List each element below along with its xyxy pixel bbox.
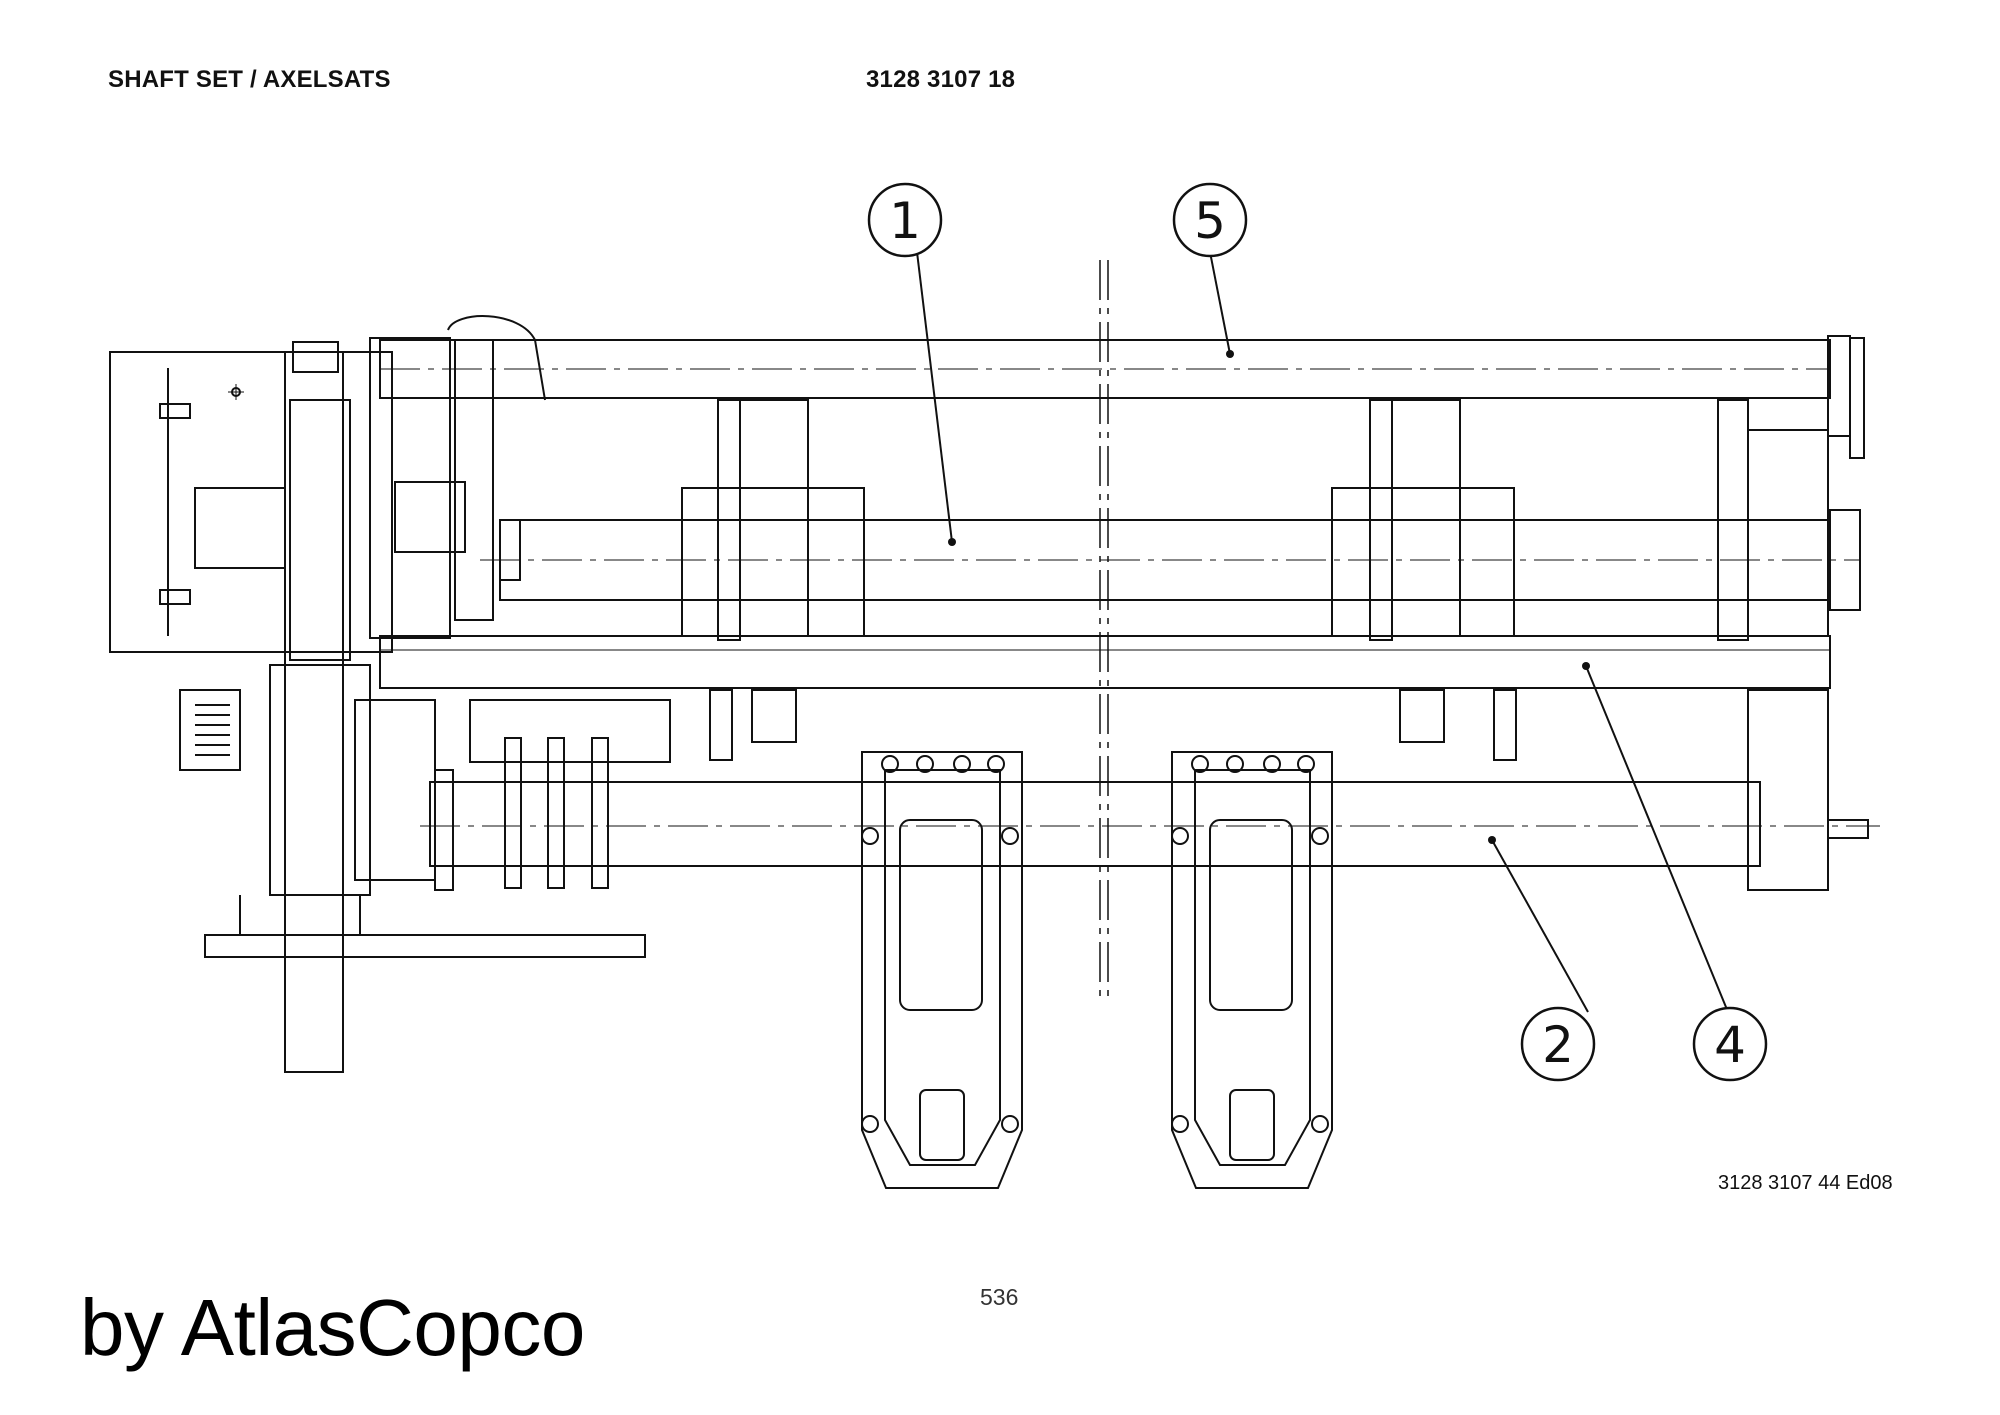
hook-right bbox=[1171, 751, 1333, 1189]
drawing-reference: 3128 3107 44 Ed08 bbox=[1718, 1172, 1893, 1194]
callout-2 bbox=[1520, 1006, 1596, 1082]
callout-2-label: 2 bbox=[1542, 1016, 1574, 1074]
part-number: 3128 3107 18 bbox=[866, 66, 1016, 93]
brand-watermark: by AtlasCopco bbox=[80, 1283, 585, 1372]
left-housing bbox=[109, 351, 393, 653]
callout-4-label: 4 bbox=[1714, 1016, 1746, 1074]
page-title: SHAFT SET / AXELSATS bbox=[108, 66, 391, 93]
callout-4 bbox=[1692, 1006, 1768, 1082]
lower-shaft bbox=[429, 781, 1761, 867]
page-number: 536 bbox=[980, 1284, 1019, 1310]
callout-1 bbox=[867, 182, 943, 258]
hook-left bbox=[861, 751, 1023, 1189]
callout-5-label: 5 bbox=[1194, 192, 1226, 250]
middle-bar bbox=[379, 635, 1831, 689]
callout-1-label: 1 bbox=[889, 192, 921, 250]
base-plate bbox=[204, 934, 646, 958]
callout-5 bbox=[1172, 182, 1248, 258]
